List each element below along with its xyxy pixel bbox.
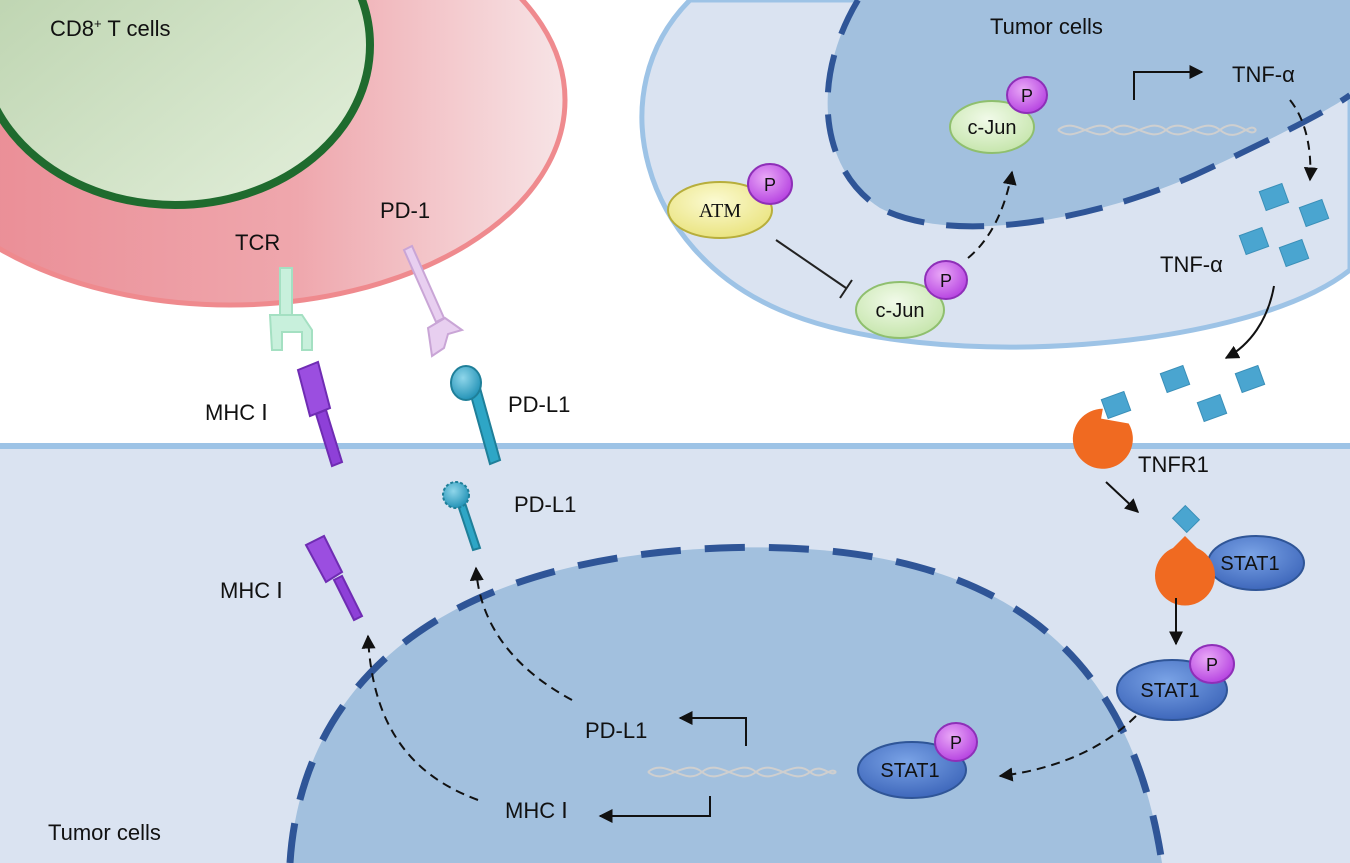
tnfr1-stat1-complex: STAT1 (1155, 504, 1305, 606)
arrow-tnfa-transcription (1133, 65, 1204, 100)
cjun-cyto-phospho-icon (924, 260, 968, 300)
atm-label: ATM (699, 200, 741, 222)
arrow-tnfa-secretion (1224, 285, 1275, 359)
arrow-tnfa-translation (1289, 99, 1318, 182)
tcr-receptor (268, 267, 313, 351)
pdl1-upper-molecule (450, 365, 502, 466)
cjun-nuclear-phospho-icon (1006, 76, 1048, 114)
pdl1-middle-label: PD-L1 (514, 492, 576, 517)
mhc-lower-molecule (304, 534, 364, 622)
tcr-label: TCR (235, 230, 280, 255)
lower-nuclear-envelope (286, 543, 1166, 863)
svg-text:P: P (950, 733, 962, 753)
tumor-cells-bottom-label: Tumor cells (48, 820, 161, 845)
stat1-phospho-label: STAT1 (1140, 680, 1199, 702)
cjun-cyto-label: c-Jun (876, 300, 925, 322)
tnfr1-label: TNFR1 (1138, 452, 1209, 477)
tnfa-secreted-label: TNF-α (1160, 252, 1223, 277)
mhc-gene-label: MHC Ⅰ (505, 798, 568, 823)
stat1-receptor-label: STAT1 (1220, 553, 1279, 575)
tnfa-gene-label: TNF-α (1232, 62, 1295, 87)
stat1-phospho-icon (1189, 644, 1235, 684)
pdl1-gene-label: PD-L1 (585, 718, 647, 743)
atm-protein: ATM P (667, 163, 793, 239)
pd1-label: PD-1 (380, 198, 430, 223)
mhc-upper-molecule (296, 360, 344, 468)
arrow-pdl1-trafficking (469, 566, 573, 701)
tnfa-cluster-extracellular (1100, 364, 1266, 423)
atm-inhibits-cjun (775, 239, 853, 299)
stat1-nuclear-protein: STAT1 P (857, 722, 978, 799)
arrow-tnfr1-activation (1105, 481, 1140, 513)
cjun-cyto-protein: c-Jun P (855, 260, 968, 339)
cjun-nuclear-label: c-Jun (968, 117, 1017, 139)
svg-text:P: P (1021, 86, 1033, 106)
dna-helix-upper (1057, 124, 1257, 136)
svg-text:P: P (940, 271, 952, 291)
svg-text:P: P (764, 175, 776, 195)
stat1-phospho-protein: STAT1 P (1116, 644, 1235, 721)
dna-helix-lower (647, 766, 837, 778)
pd1-receptor (402, 244, 465, 358)
mhc-lower-label: MHC Ⅰ (220, 578, 283, 603)
arrow-cjun-translocation (967, 170, 1017, 259)
arrow-pdl1-transcription (678, 711, 747, 746)
pdl1-middle-molecule (442, 481, 482, 552)
cjun-nuclear-protein: c-Jun P (949, 76, 1048, 154)
t-cell-nucleus (0, 0, 374, 209)
arrow-mhc-transcription (598, 796, 711, 823)
atm-phospho-icon (747, 163, 793, 205)
stat1-nuclear-label: STAT1 (880, 760, 939, 782)
upper-nuclear-envelope (824, 0, 1350, 230)
tnfr1-receptor (1072, 408, 1133, 469)
mhc-upper-label: MHC Ⅰ (205, 400, 268, 425)
upper-tumor-nucleus (827, 0, 1350, 227)
tnfa-cluster-upper (1238, 182, 1330, 268)
stat1-nuclear-phospho-icon (934, 722, 978, 762)
arrow-mhc-trafficking (361, 634, 479, 801)
tumor-cells-top-label: Tumor cells (990, 14, 1103, 39)
cd8-cells-label: CD8+ T cells (50, 16, 171, 41)
arrow-stat1-translocation (998, 715, 1137, 782)
svg-text:P: P (1206, 655, 1218, 675)
pdl1-upper-label: PD-L1 (508, 392, 570, 417)
